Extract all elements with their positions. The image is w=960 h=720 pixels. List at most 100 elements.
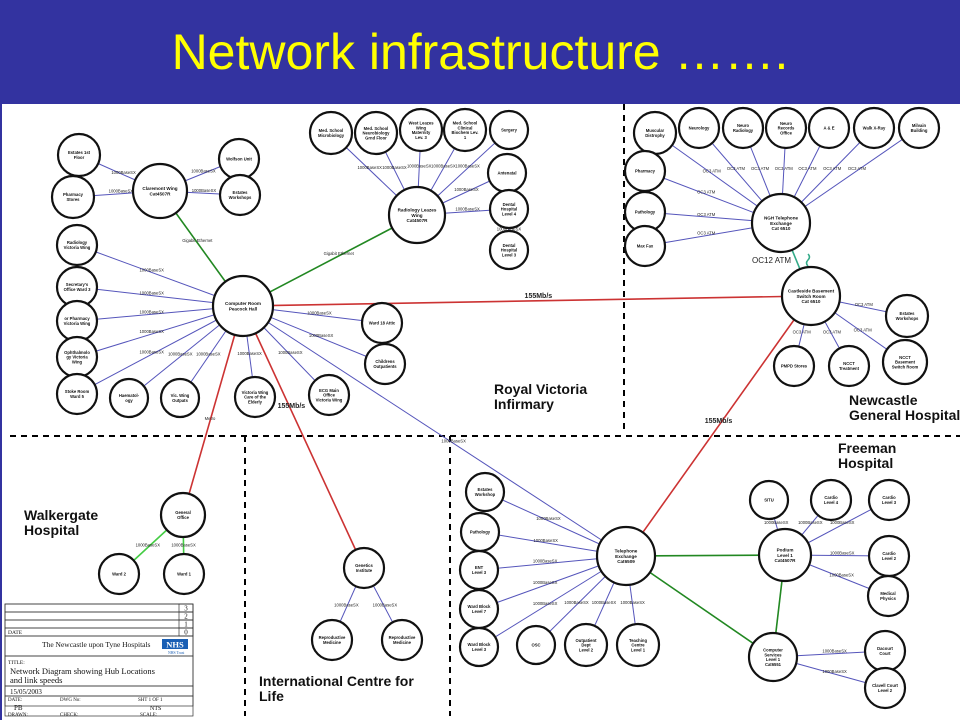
link-labels: 1000BaseSX 1000BaseSX 1000BaseSX 1000BaseSX… xyxy=(109,163,874,674)
link-label: 1000BaseSX xyxy=(822,649,847,654)
node-surgery[interactable]: Surgery xyxy=(488,109,530,151)
node-circle xyxy=(595,525,657,587)
node-pathfh[interactable]: Pathology xyxy=(459,511,501,553)
node-ward18[interactable]: Ward 18 Attic xyxy=(360,301,404,345)
node-circle xyxy=(563,622,609,668)
drawing-date: 15/05/2003 xyxy=(10,688,42,696)
node-label: SITU xyxy=(764,497,774,502)
node-circle xyxy=(721,106,765,150)
link-label: 1000BaseSX xyxy=(536,516,561,521)
node-situ[interactable]: SITU xyxy=(748,479,790,521)
link-label: 1000BaseSX xyxy=(111,170,136,175)
link-label: 1000BaseSX xyxy=(357,165,382,170)
node-circle xyxy=(807,106,851,150)
node-neurology[interactable]: Neurology xyxy=(677,106,721,150)
rev-number: 1 xyxy=(184,621,188,629)
node-walkxray[interactable]: Walk X-Ray xyxy=(852,106,896,150)
link-label: 1000BaseSX xyxy=(620,600,645,605)
link-label: 1000BaseSX xyxy=(139,349,164,354)
node-circle xyxy=(780,265,842,327)
node-ae[interactable]: A & E xyxy=(807,106,851,150)
date-field: DATE: xyxy=(8,698,22,703)
link-label: 1000BaseSX xyxy=(454,187,479,192)
node-haemat[interactable]: Haematol-ogy xyxy=(108,377,150,419)
org-name: The Newcastle upon Tyne Hospitals xyxy=(42,640,151,649)
node-antenatal[interactable]: Antenatal xyxy=(486,152,528,194)
node-pmpdstores[interactable]: PMPD Stores xyxy=(772,344,816,388)
oc12-squiggle xyxy=(805,253,811,267)
node-ward1[interactable]: Ward 1 xyxy=(162,552,206,596)
node-ward2[interactable]: Ward 2 xyxy=(97,552,141,596)
node-label: Antenatal xyxy=(497,170,516,175)
node-osc[interactable]: OSC xyxy=(515,624,557,666)
node-label: Max Fax xyxy=(637,243,654,248)
node-circle xyxy=(55,372,99,416)
link-label: 155Mb/s xyxy=(278,403,306,410)
node-wolfson[interactable]: Wolfson Unit xyxy=(217,137,261,181)
node-pharmngh[interactable]: Pharmacy xyxy=(623,149,667,193)
node-maxfax[interactable]: Max Fax xyxy=(623,224,667,268)
